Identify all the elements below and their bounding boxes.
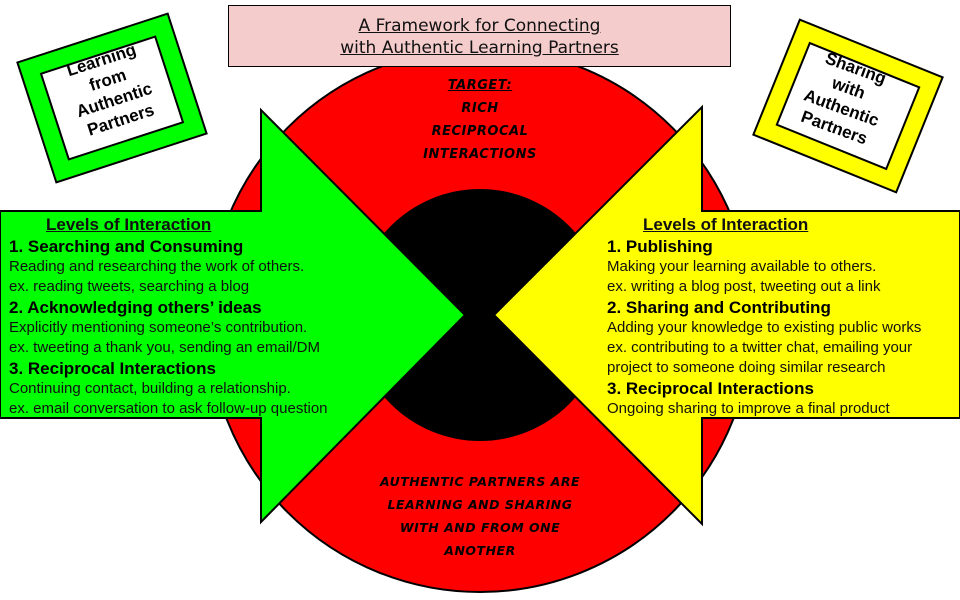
learning-arrow [0, 107, 467, 525]
target-heading: Target: [447, 78, 513, 93]
target-line: Rich [461, 101, 499, 116]
level-text: Reading and researching the work of othe… [9, 258, 305, 275]
level-title: 1. Searching and Consuming [9, 237, 244, 256]
title-banner: A Framework for Connecting with Authenti… [228, 5, 731, 67]
level-text: Explicitly mentioning someone’s contribu… [9, 319, 308, 336]
center-circle [354, 189, 606, 441]
level-title: 3. Reciprocal Interactions [607, 379, 814, 398]
partners-note: Authentic partners are learning and shar… [365, 470, 595, 562]
level-text: Continuing contact, building a relations… [9, 380, 291, 397]
learning-levels-panel: Levels of Interaction 1. Searching and C… [9, 214, 369, 419]
level-text: ex. reading tweets, searching a blog [9, 278, 250, 295]
level-text: ex. contributing to a twitter chat, emai… [607, 339, 913, 356]
level-text: project to someone doing similar researc… [607, 359, 886, 376]
sharing-arrow [492, 104, 960, 527]
level-title: 2. Sharing and Contributing [607, 298, 831, 317]
level-title: 1. Publishing [607, 237, 713, 256]
level-title: 2. Acknowledging others’ ideas [9, 298, 262, 317]
target-line: Interactions [423, 147, 537, 162]
sharing-tag-frame [752, 18, 944, 194]
levels-header: Levels of Interaction [643, 215, 809, 234]
target-label: Target: Rich Reciprocal Interactions [395, 74, 565, 166]
level-text: ex. writing a blog post, tweeting out a … [607, 278, 881, 295]
level-title: 3. Reciprocal Interactions [9, 359, 216, 378]
title-line-2: with Authentic Learning Partners [340, 38, 619, 58]
note-line: another [444, 543, 516, 558]
sharing-levels-panel: Levels of Interaction 1. Publishing Maki… [607, 214, 957, 419]
level-text: ex. email conversation to ask follow-up … [9, 400, 328, 417]
note-line: Authentic partners are [379, 474, 581, 489]
learning-tag-frame [16, 12, 208, 184]
target-line: Reciprocal [431, 124, 529, 139]
note-line: with and from one [399, 520, 561, 535]
levels-header: Levels of Interaction [46, 215, 212, 234]
title-line-1: A Framework for Connecting [358, 16, 601, 36]
level-text: Ongoing sharing to improve a final produ… [607, 400, 890, 417]
note-line: learning and sharing [387, 497, 573, 512]
level-text: Making your learning available to others… [607, 258, 877, 275]
level-text: Adding your knowledge to existing public… [607, 319, 922, 336]
level-text: ex. tweeting a thank you, sending an ema… [9, 339, 321, 356]
